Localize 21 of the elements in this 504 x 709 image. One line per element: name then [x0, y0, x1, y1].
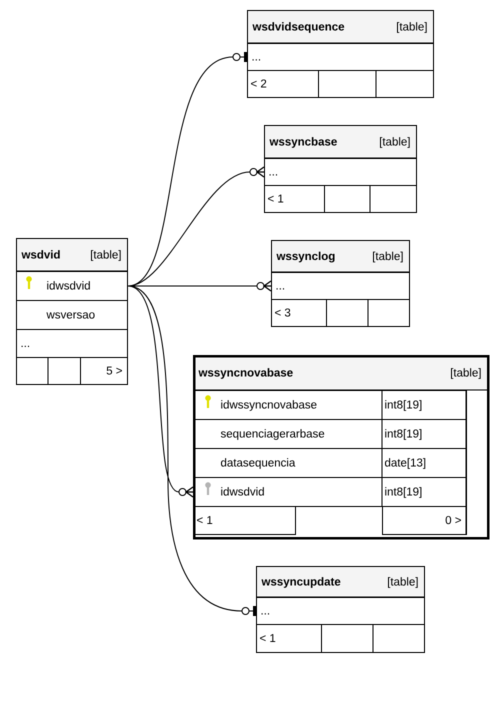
table-row: datasequencia date[13] — [193, 448, 467, 478]
table-row: idwssyncnovabase int8[19] — [193, 390, 467, 420]
table-cell: < 1 — [193, 506, 296, 535]
table-row: ... — [247, 43, 434, 71]
table-cell: 5 > — [80, 357, 128, 385]
table-cell: < 2 — [247, 70, 319, 98]
table-row: ... — [16, 329, 128, 358]
table-row: idwsdvid int8[19] — [193, 476, 467, 507]
table-cell: < 1 — [256, 624, 322, 653]
table-cell: < 1 — [264, 185, 325, 213]
table-row: idwsdvid — [16, 271, 128, 301]
table-row: ... — [271, 272, 410, 300]
table-cell: < 3 — [271, 299, 327, 327]
table-cell: 0 > — [382, 506, 467, 535]
connector — [128, 52, 248, 286]
connector — [128, 286, 256, 616]
table-row: ... — [264, 158, 417, 186]
table-row: sequenciagerarbase int8[19] — [193, 418, 467, 449]
table-row: ... — [256, 597, 425, 625]
connector — [128, 286, 194, 498]
table-row: wsversao — [16, 300, 128, 330]
